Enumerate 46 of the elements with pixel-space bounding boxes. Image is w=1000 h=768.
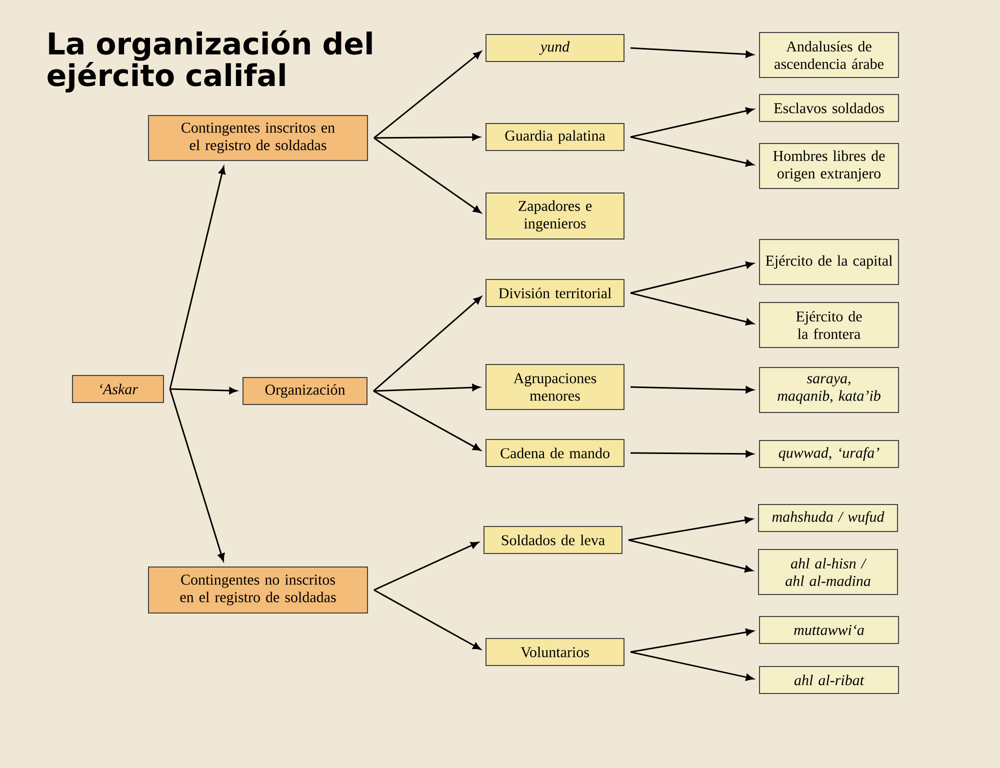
category-box: muttawwi‘a (759, 616, 900, 644)
category-box: Agrupaciones menores (486, 364, 624, 410)
arrow (169, 388, 225, 562)
category-box: ‘Askar (72, 375, 164, 403)
category-box: Guardia palatina (486, 123, 624, 151)
arrow (630, 292, 754, 326)
arrow (630, 136, 754, 167)
category-box: Ejército de la capital (759, 239, 900, 285)
category-box: mahshuda / wufud (758, 504, 898, 532)
category-box: Voluntarios (486, 638, 624, 666)
arrow (630, 262, 754, 294)
arrow (373, 296, 482, 392)
category-box: Hombres libres de origen extranjero (759, 143, 900, 189)
category-box: ahl al-hisn / ahl al-madina (758, 549, 898, 595)
arrow (169, 166, 226, 390)
category-box: Zapadores e ingenieros (486, 192, 624, 240)
arrow (170, 387, 238, 394)
arrow (630, 450, 754, 458)
category-box: saraya, maqanib, kata’ib (759, 367, 900, 413)
category-box: ahl al-ribat (759, 666, 900, 694)
category-box: yund (486, 34, 624, 62)
arrow (374, 542, 479, 591)
category-box: División territorial (486, 279, 624, 307)
title: La organización del ejército califal (48, 30, 372, 92)
arrow (628, 539, 753, 572)
arrow (630, 386, 754, 394)
category-box: Organización (242, 377, 368, 405)
category-box: Cadena de mando (486, 439, 624, 467)
category-box: Contingentes inscritos en el registro de soldadas (148, 115, 368, 161)
category-box: Esclavos soldados (759, 94, 900, 122)
arrow (373, 384, 480, 392)
arrow (374, 137, 482, 214)
category-box: Andalusíes de ascendencia árabe (759, 32, 900, 78)
category-box: Soldados de leva (484, 526, 622, 554)
category-box: Contingentes no inscritos en el registro de soldadas (148, 566, 368, 614)
category-box: Ejército de la frontera (759, 302, 900, 348)
arrow (628, 516, 753, 541)
category-box: quwwad, ‘urafa’ (759, 440, 900, 468)
arrow (374, 134, 480, 141)
arrow (630, 628, 754, 653)
arrow (373, 390, 481, 451)
arrow (630, 651, 754, 681)
arrow (374, 589, 481, 650)
arrow (630, 107, 754, 138)
arrow (630, 47, 754, 58)
arrow (374, 51, 482, 139)
